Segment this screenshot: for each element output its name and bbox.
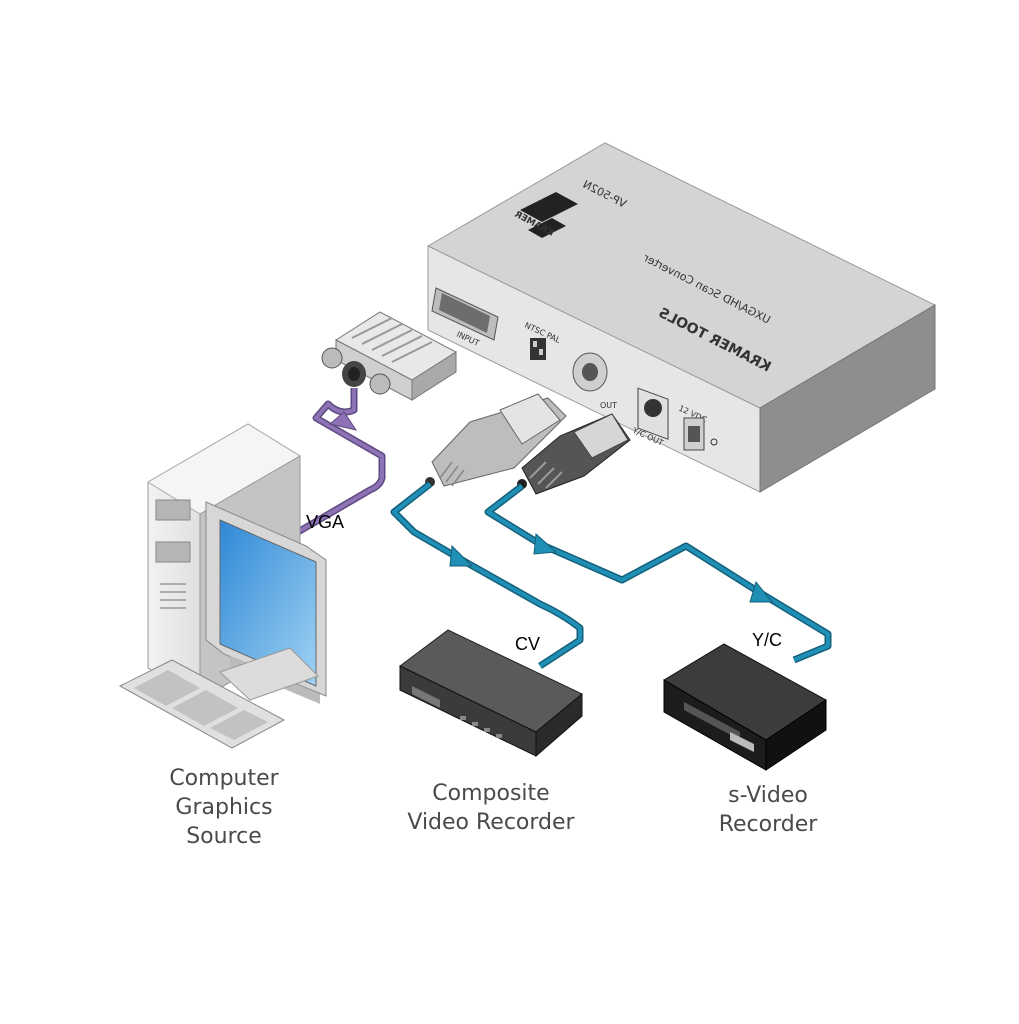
svg-text:s-Video: s-Video <box>728 783 808 808</box>
svg-text:Computer: Computer <box>169 766 279 791</box>
svideo-recorder-icon <box>663 643 827 771</box>
composite-recorder-icon <box>399 629 583 758</box>
vga-label: VGA <box>306 512 344 532</box>
bnc-out-port: OUT <box>572 352 617 410</box>
bnc-plug <box>425 393 567 487</box>
yc-arrow-icon-1 <box>533 532 558 555</box>
vga-cable <box>296 388 386 536</box>
svg-text:Source: Source <box>186 824 262 849</box>
svg-text:OUT: OUT <box>600 401 617 410</box>
vga-arrow-icon <box>328 411 358 431</box>
caption-computer-graphics-source: Computer Graphics Source <box>169 766 279 849</box>
svg-text:Composite: Composite <box>432 781 549 806</box>
svg-text:Graphics: Graphics <box>175 795 272 820</box>
cv-cable <box>390 481 584 669</box>
yc-arrow-icon-2 <box>749 580 774 603</box>
vga-connector <box>321 311 457 401</box>
yc-cable <box>484 483 832 664</box>
svg-text:Video Recorder: Video Recorder <box>407 810 575 835</box>
cv-label: CV <box>515 634 540 654</box>
caption-s-video-recorder: s-Video Recorder <box>719 783 819 837</box>
cv-arrow-icon <box>449 544 474 567</box>
yc-label: Y/C <box>752 630 782 650</box>
svideo-plug <box>517 413 631 495</box>
computer-icon <box>118 423 327 749</box>
caption-composite-video-recorder: Composite Video Recorder <box>407 781 575 835</box>
svg-text:Recorder: Recorder <box>719 812 819 837</box>
scan-converter-device: KRAMER VP-502N UXGA/HD Scan Converter KR… <box>426 142 937 493</box>
